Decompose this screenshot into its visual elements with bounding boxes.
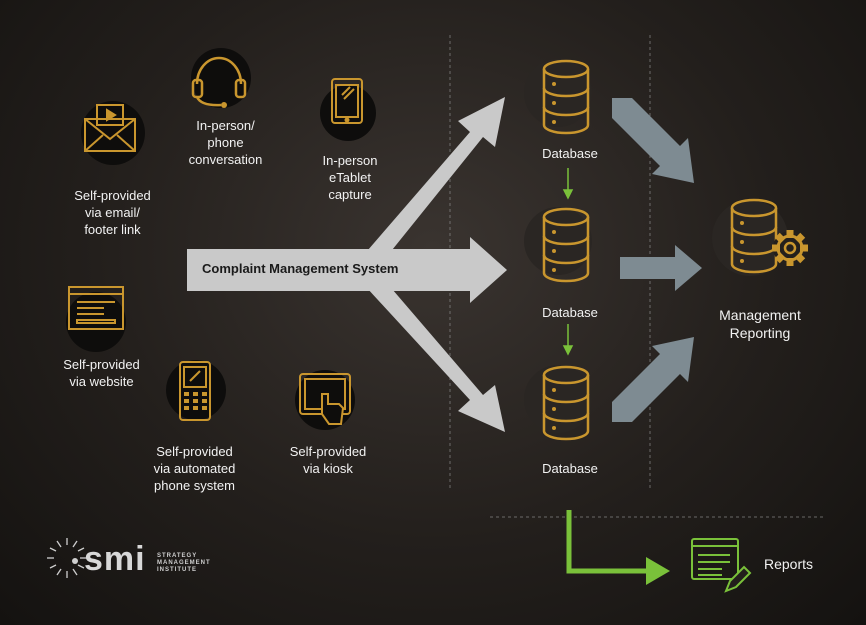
smi-logo-subtext: STRATEGY MANAGEMENT INSTITUTE bbox=[157, 553, 211, 573]
reports-label: Reports bbox=[764, 556, 814, 572]
db-link-arrows bbox=[562, 168, 574, 356]
channel-label-email: Self-provided via email/ footer link bbox=[74, 188, 151, 237]
database-icon-middle bbox=[524, 207, 592, 283]
reports-arrow-line bbox=[566, 510, 648, 574]
channel-label-website: Self-provided via website bbox=[63, 357, 140, 389]
db1-db2-link-head bbox=[562, 189, 574, 200]
database-label-middle: Database bbox=[542, 305, 598, 320]
database-label-bottom: Database bbox=[542, 461, 598, 476]
arrow-bottom-db-to-reporting bbox=[612, 337, 694, 422]
touch-kiosk-icon bbox=[295, 370, 355, 430]
smi-logo-text: smi bbox=[84, 540, 146, 578]
dotted-dividers bbox=[449, 35, 825, 518]
db2-db3-link-head bbox=[562, 345, 574, 356]
smi-logo-mark bbox=[47, 538, 87, 578]
cms-main-arrow[interactable] bbox=[187, 237, 507, 303]
management-reporting-label: Management Reporting bbox=[719, 307, 801, 341]
database-label-top: Database bbox=[542, 146, 598, 161]
report-edit-icon bbox=[691, 538, 752, 593]
channel-label-phone: In-person/ phone conversation bbox=[188, 118, 263, 167]
arrow-mid-db-to-reporting bbox=[620, 245, 702, 291]
keypad-phone-icon bbox=[166, 360, 226, 421]
reports-arrow-head bbox=[646, 557, 670, 585]
headset-icon bbox=[191, 48, 251, 108]
envelope-icon bbox=[81, 101, 145, 165]
cms-flow-arrows bbox=[187, 97, 507, 432]
arrow-top-db-to-reporting bbox=[612, 98, 694, 183]
database-icon-top bbox=[524, 59, 592, 135]
arrow-to-top-database bbox=[355, 97, 505, 265]
database-gear-icon bbox=[712, 198, 808, 276]
channel-label-kiosk: Self-provided via kiosk bbox=[289, 444, 367, 476]
arrow-to-bottom-database bbox=[355, 275, 505, 432]
channel-label-automated: Self-provided via automated phone system bbox=[153, 444, 236, 493]
reporting-arrows bbox=[612, 98, 702, 422]
reports-arrow bbox=[566, 510, 670, 585]
browser-window-icon bbox=[66, 286, 126, 352]
gear-icon bbox=[772, 230, 808, 266]
cms-label: Complaint Management System bbox=[202, 261, 399, 276]
channel-label-etablet: In-person eTablet capture bbox=[322, 153, 378, 202]
database-icon-bottom bbox=[524, 365, 592, 441]
tablet-icon bbox=[320, 78, 376, 141]
